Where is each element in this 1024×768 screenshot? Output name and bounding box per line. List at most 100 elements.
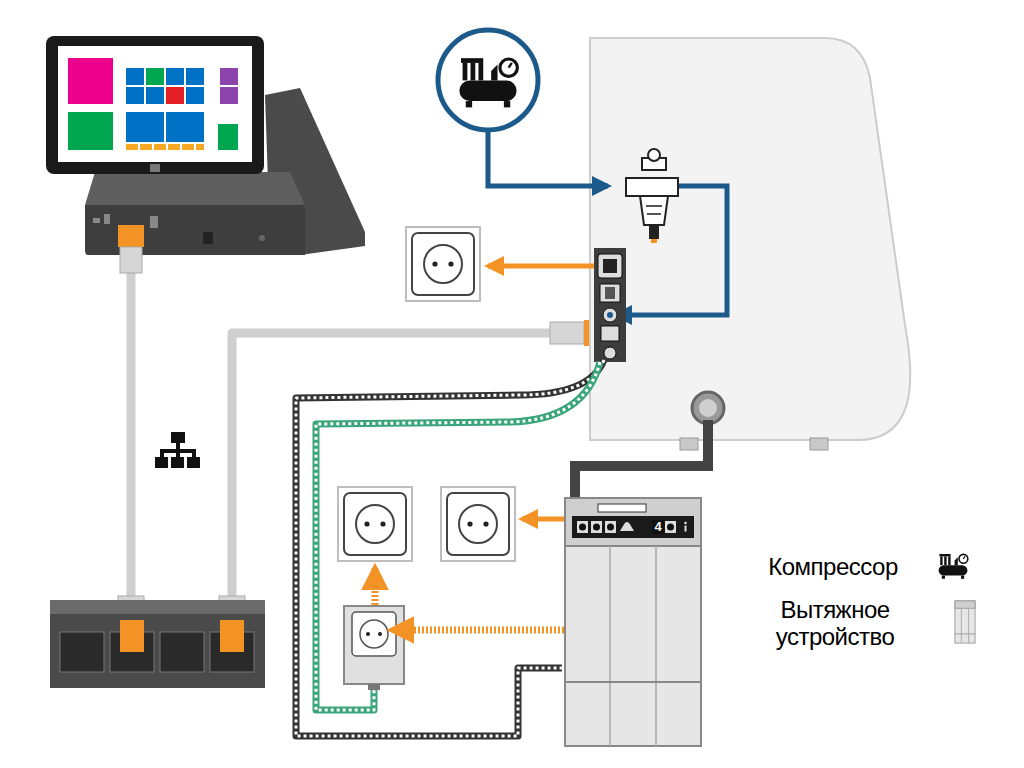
machine-housing-part [699, 399, 717, 417]
connector-panel-part [598, 254, 622, 278]
extraction-unit-part [577, 521, 588, 533]
extraction-unit-part [591, 521, 602, 533]
rj45-plug-part [120, 247, 142, 273]
tablet-screen-part [186, 68, 204, 85]
legend-icon-part [955, 601, 975, 643]
tablet-screen-part [218, 124, 238, 150]
rj45-plug-part [118, 225, 144, 247]
extraction-unit [565, 498, 701, 746]
network-switch-part [50, 600, 265, 614]
air-line-part [488, 128, 608, 186]
legend-label: Компрессор [738, 553, 928, 580]
connector-panel-part [607, 312, 613, 318]
network-icon-part [171, 432, 185, 443]
connector-panel-part [600, 284, 620, 302]
rj45-plug-part [550, 322, 584, 344]
extraction-unit-part [609, 546, 611, 746]
tablet-screen-part [186, 87, 204, 104]
power-arrow-part [392, 627, 564, 634]
network-icon-part [192, 449, 196, 457]
extraction-unit-part [565, 498, 701, 546]
power-adapter-part [360, 620, 388, 648]
suction-hose [575, 420, 708, 500]
tablet-screen-part [154, 144, 166, 150]
connector-panel-part [603, 308, 617, 322]
power-outlet-part [338, 487, 412, 561]
tablet-screen-part [220, 87, 238, 104]
tablet-dock-part [85, 172, 305, 205]
air-filter-regulator-part [646, 205, 662, 207]
tablet-dock-part [203, 232, 213, 244]
air-filter-regulator-part [651, 239, 657, 243]
connector-panel-part [601, 326, 619, 341]
power-outlet-part [406, 227, 480, 301]
power-outlet [338, 227, 515, 561]
network-cable [131, 250, 560, 610]
air-filter-regulator-part [648, 149, 660, 161]
power-adapter [344, 606, 404, 690]
legend-label: Вытяжное устройство [740, 596, 930, 650]
extraction-unit-part [565, 498, 701, 746]
connector-panel-part [603, 259, 617, 273]
air-filter-regulator-part [647, 213, 661, 215]
connector-panel [594, 248, 626, 362]
machine-housing-part [810, 438, 828, 450]
network-icon-part [155, 457, 168, 468]
network-switch-part [160, 632, 204, 672]
power-arrow-part [488, 264, 594, 269]
network-switch-part [120, 620, 144, 652]
extraction-unit-part [593, 524, 600, 531]
machine-housing [590, 38, 910, 450]
extraction-unit-part [579, 524, 586, 531]
tablet-screen-part [166, 112, 204, 142]
tablet-screen-part [146, 68, 164, 85]
tablet-screen-part [150, 164, 160, 172]
power-outlet-part [441, 487, 515, 561]
network-switch-part [220, 620, 244, 652]
air-filter-regulator-part [626, 178, 678, 196]
signal-cable [296, 360, 604, 736]
tablet-screen-part [126, 68, 144, 85]
network-icon-part [160, 449, 164, 457]
tablet-screen-part [196, 144, 204, 150]
legend-icon [939, 554, 975, 643]
machine-housing-part [680, 438, 698, 450]
tablet-screen-part [146, 87, 164, 104]
connector-panel-part [605, 287, 615, 299]
tablet-screen-part [140, 144, 152, 150]
extraction-unit-part [565, 681, 701, 683]
compressor-badge-part [459, 58, 517, 107]
tablet-dock-part [104, 214, 110, 224]
air-line [488, 128, 727, 315]
tablet-screen-part [220, 68, 238, 85]
machine-housing-part [590, 38, 910, 440]
signal-cable-part [296, 360, 604, 736]
signal-cable-part [316, 362, 600, 710]
power-adapter-part [366, 632, 370, 636]
tablet-screen-part [68, 58, 113, 104]
power-arrow-part [522, 517, 564, 522]
network-icon-part [171, 457, 184, 468]
tablet-dock-part [85, 205, 305, 255]
legend-icon-part [939, 554, 968, 579]
tablet-screen-part [166, 68, 184, 85]
tablet-screen-part [168, 144, 180, 150]
extraction-unit-part [572, 516, 694, 538]
network-icon-part [187, 457, 200, 468]
air-filter-regulator-part [649, 225, 659, 239]
connector-panel-part [594, 248, 626, 362]
power-adapter-part [368, 684, 380, 690]
air-filter-regulator-part [640, 196, 668, 225]
signal-cable-part [316, 362, 600, 710]
network-cable-part [127, 250, 136, 610]
network-switch-part [50, 600, 265, 688]
tablet-screen-part [126, 87, 144, 104]
network-icon-part [176, 449, 180, 457]
compressor-badge-part [438, 30, 538, 130]
network-icon [155, 432, 200, 468]
tablet-screen [46, 36, 264, 174]
tablet-screen-part [126, 112, 164, 142]
signal-cable-part [296, 360, 604, 736]
extraction-unit-part [684, 522, 687, 525]
